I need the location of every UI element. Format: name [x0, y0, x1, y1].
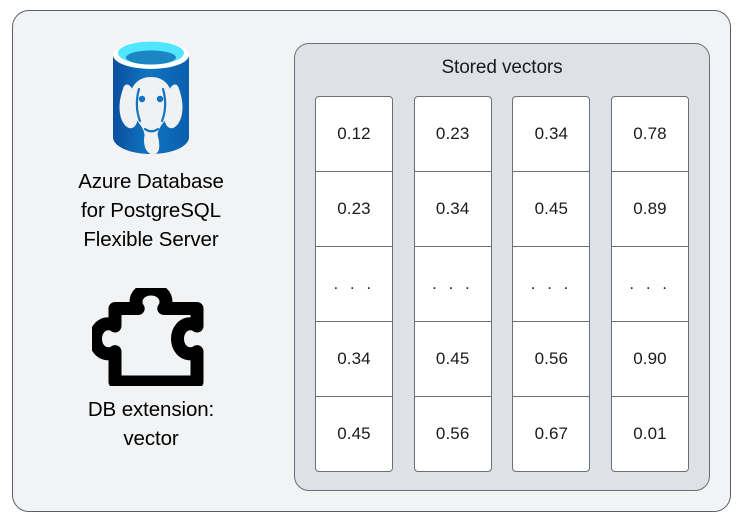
vector-cell: 0.34	[414, 172, 491, 247]
product-label-line-2: for PostgreSQL	[81, 199, 221, 222]
vector-column-2: 0.23 0.34 . . . 0.45 0.56	[413, 96, 492, 472]
vector-cell: 0.45	[337, 424, 371, 443]
vector-cell-ellipsis: . . .	[513, 247, 590, 322]
vector-cell-ellipsis: . . .	[611, 247, 688, 322]
vector-cell: 0.45	[513, 172, 590, 247]
vector-cell: 0.23	[316, 172, 392, 247]
stored-vectors-title: Stored vectors	[441, 57, 563, 78]
vector-cell-ellipsis: . . .	[414, 247, 491, 322]
vector-cell: 0.56	[513, 322, 590, 397]
vector-column-3: 0.34 0.45 . . . 0.56 0.67	[512, 96, 591, 472]
vector-cell-ellipsis: . . .	[316, 247, 392, 322]
puzzle-piece-icon	[92, 288, 210, 386]
product-label-line-1: Azure Database	[78, 170, 224, 193]
azure-postgresql-database-icon	[105, 37, 197, 157]
diagram-card: Azure Database for PostgreSQL Flexible S…	[12, 10, 731, 512]
vector-cell: 0.78	[611, 97, 688, 172]
vector-cell: 0.56	[435, 424, 470, 443]
database-product-panel: Azure Database for PostgreSQL Flexible S…	[27, 33, 275, 493]
vector-columns-container: 0.12 0.23 . . . 0.34 0.45 0.23 0.34 . . …	[315, 96, 689, 472]
stored-vectors-panel: Stored vectors 0.12 0.23 . . . 0.34 0.45…	[294, 43, 710, 491]
extension-label-line-1: DB extension:	[87, 398, 215, 421]
vector-cell: 0.89	[611, 172, 688, 247]
vector-cell: 0.23	[414, 97, 491, 172]
vector-cell: 0.12	[316, 97, 392, 172]
vector-cell: 0.45	[414, 322, 491, 397]
product-label: Azure Database for PostgreSQL Flexible S…	[78, 167, 224, 254]
extension-label-line-2: vector	[123, 427, 179, 450]
vector-cell: 0.67	[534, 424, 569, 443]
extension-label: DB extension: vector	[88, 395, 214, 453]
vector-cell: 0.90	[611, 322, 688, 397]
vector-cell: 0.34	[513, 97, 590, 172]
product-label-line-3: Flexible Server	[83, 228, 219, 251]
vector-column-4: 0.78 0.89 . . . 0.90 0.01	[610, 96, 689, 472]
vector-cell: 0.34	[316, 322, 392, 397]
vector-cell: 0.01	[633, 424, 667, 443]
vector-column-1: 0.12 0.23 . . . 0.34 0.45	[315, 96, 393, 472]
